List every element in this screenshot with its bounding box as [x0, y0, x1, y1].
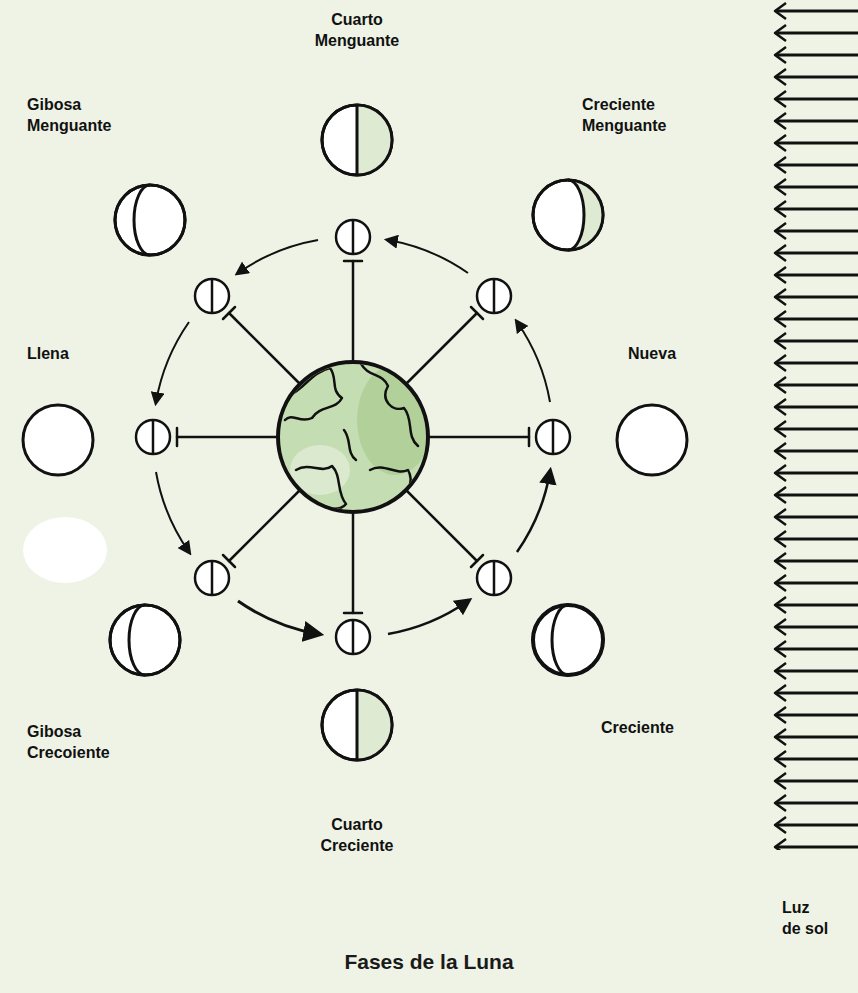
phase-label: Cuarto Creciente [321, 815, 394, 857]
earth [278, 362, 433, 512]
phase-label: Creciente Menguante [582, 95, 666, 137]
small-moons [136, 220, 570, 654]
phase-label: Nueva [628, 344, 676, 365]
phase-label: Creciente [601, 718, 674, 739]
orbit-arrows [156, 240, 550, 634]
phase-label: Gibosa Crecoiente [27, 722, 110, 764]
phase-label: Cuarto Menguante [315, 10, 399, 52]
phase-moons [23, 105, 687, 760]
sunlight-arrows [770, 0, 858, 850]
earth-spokes [177, 261, 529, 613]
phase-label: Gibosa Menguante [27, 95, 111, 137]
sunlight-label: Luz de sol [782, 898, 830, 940]
white-blob [23, 517, 107, 583]
diagram-title: Fases de la Luna [344, 950, 513, 974]
phase-label: Llena [27, 344, 69, 365]
